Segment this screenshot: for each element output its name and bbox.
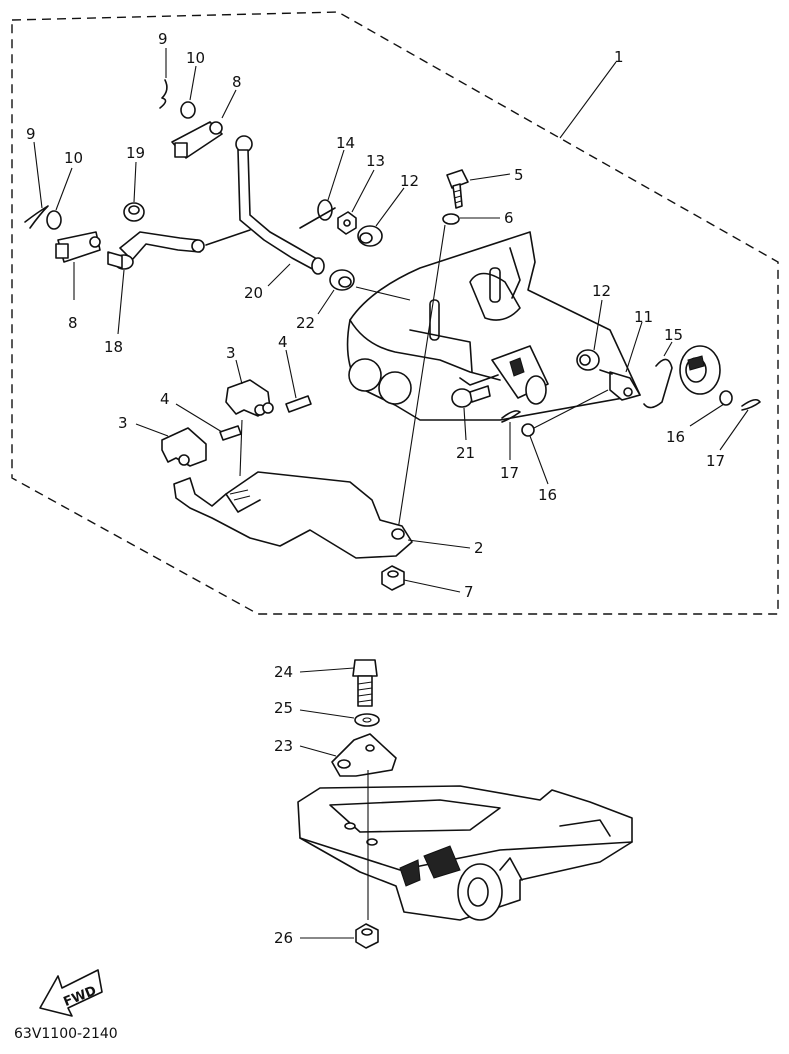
callout-9-lower: 9 — [26, 125, 36, 143]
callout-19: 19 — [126, 144, 145, 162]
nut-13 — [337, 211, 357, 235]
cam-3-lower — [161, 427, 207, 467]
fwd-arrow-icon — [39, 969, 103, 1017]
callout-10-upper: 10 — [186, 49, 205, 67]
callout-22: 22 — [296, 314, 315, 332]
plate-23 — [331, 733, 397, 777]
callout-9-upper: 9 — [158, 30, 168, 48]
callout-16-right: 16 — [666, 428, 685, 446]
bracket-housing — [346, 231, 641, 421]
callout-3-lower: 3 — [118, 414, 128, 432]
callout-11: 11 — [634, 308, 653, 326]
fwd-arrow: FWD — [39, 969, 103, 1017]
nut-7 — [381, 565, 405, 591]
nut-26 — [355, 923, 379, 949]
callout-25: 25 — [274, 699, 293, 717]
callout-10-lower: 10 — [64, 149, 83, 167]
bracket-plate-2 — [173, 471, 413, 559]
callout-14: 14 — [336, 134, 355, 152]
throttle-pulley — [679, 345, 721, 395]
throttle-cam-assembly — [459, 345, 549, 405]
callout-13: 13 — [366, 152, 385, 170]
clip-9-lower — [24, 205, 49, 229]
pin-17-right — [741, 398, 761, 411]
pin-4-lower — [219, 425, 242, 441]
callout-8-lower: 8 — [68, 314, 78, 332]
callout-15: 15 — [664, 326, 683, 344]
bolt-21 — [451, 385, 491, 408]
callout-labels: 1 9 10 8 9 10 19 14 13 12 5 6 8 18 20 22… — [26, 30, 725, 947]
washer-16-lower — [521, 423, 535, 437]
washer-6 — [442, 213, 460, 225]
leader-lines — [33, 48, 749, 939]
callout-26: 26 — [274, 929, 293, 947]
stud-11 — [599, 369, 641, 401]
callout-4-upper: 4 — [278, 333, 288, 351]
callout-1: 1 — [614, 48, 624, 66]
pin-17-lower — [501, 410, 521, 423]
clip-9-upper — [159, 79, 168, 109]
callout-21: 21 — [456, 444, 475, 462]
washer-16-right — [719, 390, 733, 406]
callout-6: 6 — [504, 209, 514, 227]
washer-25 — [354, 713, 380, 727]
callout-16-lower: 16 — [538, 486, 557, 504]
bottom-bracket — [297, 785, 633, 921]
bolt-24 — [352, 659, 378, 707]
callout-18: 18 — [104, 338, 123, 356]
callout-2: 2 — [474, 539, 484, 557]
callout-20: 20 — [244, 284, 263, 302]
link-arm-18 — [107, 229, 251, 270]
callout-17-right: 17 — [706, 452, 725, 470]
bushing-22 — [329, 269, 355, 291]
lever-arm-20 — [235, 135, 336, 275]
callout-23: 23 — [274, 737, 293, 755]
callout-8-upper: 8 — [232, 73, 242, 91]
link-15 — [643, 358, 673, 409]
callout-3-upper: 3 — [226, 344, 236, 362]
washer-10-lower — [46, 210, 62, 230]
callout-5: 5 — [514, 166, 524, 184]
rod-end-8-lower — [55, 231, 101, 263]
bushing-12-upper — [357, 225, 383, 247]
bushing-19 — [123, 202, 145, 222]
assembly-boundary — [11, 11, 779, 615]
callout-7: 7 — [464, 583, 474, 601]
cam-3-upper — [225, 379, 274, 417]
washer-10-upper — [180, 101, 196, 119]
rod-end-8-upper — [171, 121, 223, 159]
callout-24: 24 — [274, 663, 293, 681]
callout-12-upper: 12 — [400, 172, 419, 190]
pin-4-upper — [285, 395, 312, 413]
callout-12-right: 12 — [592, 282, 611, 300]
callout-4-lower: 4 — [160, 390, 170, 408]
diagram-code: 63V1100-2140 — [14, 1026, 118, 1042]
bolt-5 — [446, 169, 469, 209]
callout-17-lower: 17 — [500, 464, 519, 482]
bushing-12-right — [576, 349, 600, 371]
